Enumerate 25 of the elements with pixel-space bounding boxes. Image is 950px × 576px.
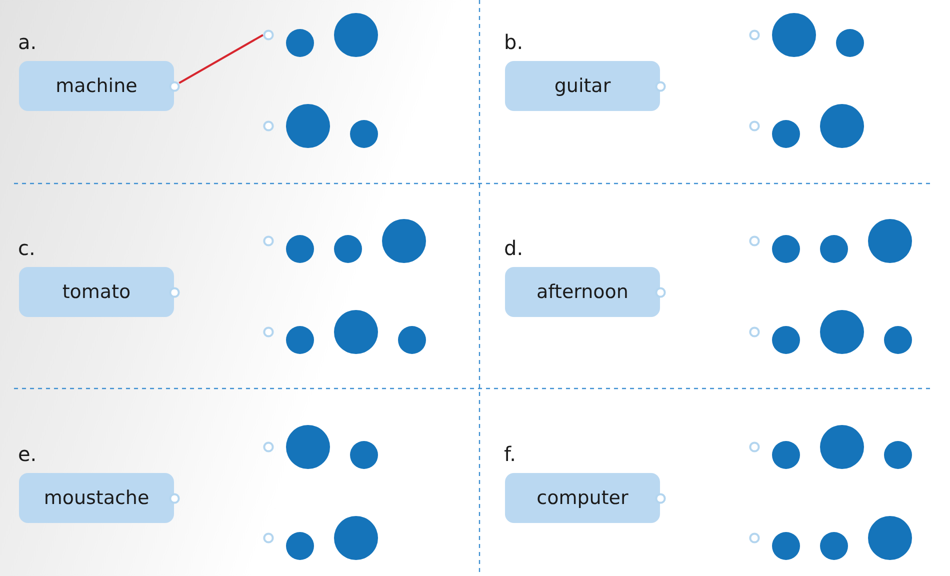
stress-dots-drawing: [749, 13, 864, 57]
question-letter: c.: [18, 237, 36, 259]
question-letter: a.: [18, 31, 37, 53]
connecting-line: [178, 34, 264, 84]
question-letter: e.: [18, 443, 37, 465]
word-card: moustache: [19, 473, 174, 523]
word-card: tomato: [19, 267, 174, 317]
question-letter: f.: [504, 443, 516, 465]
stress-dots-drawing: [263, 13, 378, 57]
stress-dots-drawing: [749, 219, 912, 263]
stress-dots-drawing: [749, 104, 864, 148]
word-card: guitar: [505, 61, 660, 111]
stress-dots-drawing: [749, 310, 912, 354]
stress-dots-drawing: [263, 425, 378, 469]
question-letter: d.: [504, 237, 524, 259]
question-letter: b.: [504, 31, 524, 53]
stress-dots-drawing: [749, 425, 912, 469]
stress-dots-drawing: [263, 104, 378, 148]
stress-dots-drawing: [263, 310, 426, 354]
stress-dots-drawing: [749, 516, 912, 560]
stress-dots-drawing: [263, 219, 426, 263]
word-card: machine: [19, 61, 174, 111]
word-card: computer: [505, 473, 660, 523]
word-card: afternoon: [505, 267, 660, 317]
stress-dots-drawing: [263, 516, 378, 560]
